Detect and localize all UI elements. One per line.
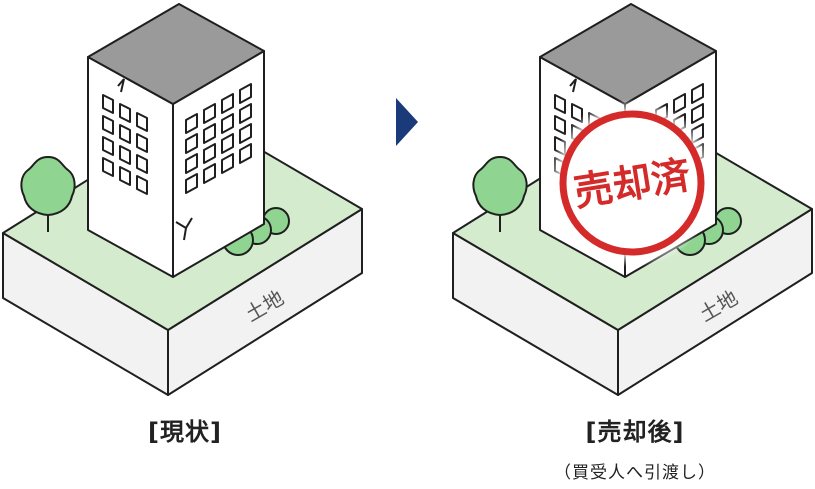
window: [691, 83, 704, 104]
window: [136, 112, 148, 132]
window: [239, 143, 252, 164]
window: [554, 94, 566, 114]
window: [119, 166, 131, 186]
window: [119, 145, 131, 165]
tree: [472, 155, 528, 232]
window: [221, 113, 234, 134]
window: [102, 115, 114, 135]
window: [203, 163, 216, 184]
window: [185, 153, 198, 174]
window: [102, 157, 114, 177]
building-cracks: [569, 78, 577, 93]
window: [239, 83, 252, 104]
building-windows-right: [185, 83, 252, 194]
window: [203, 143, 216, 164]
building-windows-left: [102, 94, 148, 195]
window: [239, 103, 252, 124]
window: [221, 153, 234, 174]
window: [119, 103, 131, 123]
window: [136, 154, 148, 174]
window: [102, 136, 114, 156]
window: [221, 133, 234, 154]
window: [239, 123, 252, 144]
window: [673, 93, 686, 114]
window: [221, 93, 234, 114]
building-cracks: [117, 78, 193, 241]
window: [102, 94, 114, 114]
building: [87, 3, 265, 278]
caption-after-subtitle: （買受人へ引渡し）: [554, 463, 716, 483]
tree: [20, 155, 76, 232]
window: [185, 113, 198, 134]
window: [185, 133, 198, 154]
triangle-right-arrow-icon: [396, 98, 418, 146]
window: [203, 123, 216, 144]
window: [691, 103, 704, 124]
window: [119, 124, 131, 144]
window: [185, 173, 198, 194]
window: [136, 133, 148, 153]
before-illustration: 土地: [2, 3, 363, 396]
sold-stamp: 売却済: [548, 99, 716, 267]
window: [203, 103, 216, 124]
caption-before: [現状]: [148, 418, 222, 446]
after-illustration: 土地 売却済: [452, 3, 813, 396]
caption-after: [売却後]: [585, 418, 685, 446]
window: [136, 175, 148, 195]
